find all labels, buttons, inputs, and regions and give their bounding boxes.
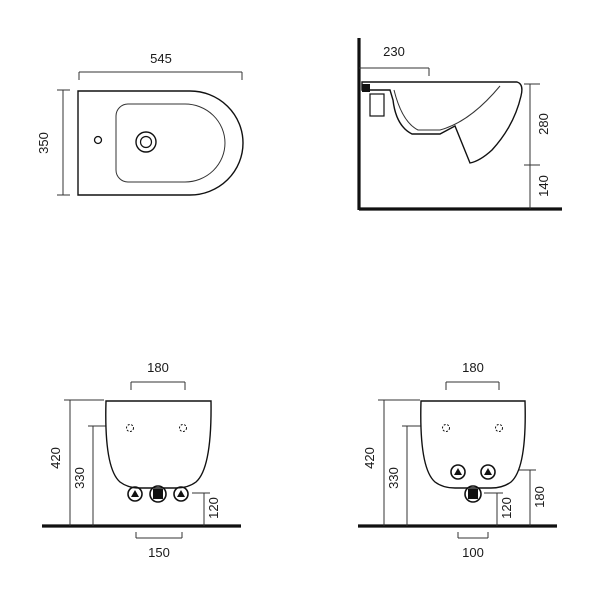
side-projection-dimension: 230 [359,44,430,76]
bidet-front-right-outline [420,400,526,489]
front-left-top-dimension: 180 [130,360,186,390]
bidet-side-inner [393,85,501,131]
front-right-top-label: 180 [462,360,484,375]
front-left-bottom-dimension: 150 [135,532,183,560]
front-left-top-label: 180 [147,360,169,375]
front-right-top-dimension: 180 [445,360,500,390]
bidet-top-outline [77,90,244,196]
front-right-height2-label: 330 [386,467,401,489]
top-depth-label: 350 [36,132,51,154]
bidet-bowl-rim [115,103,226,183]
tap-hole-icon [93,135,103,145]
water-inlet-icon [450,464,466,480]
water-inlet-icon [173,486,189,502]
fixing-hole-icon [126,424,187,432]
front-right-side-label: 180 [532,486,547,508]
front-view-right: 180 420 330 120 180 [358,360,557,560]
front-view-left: 180 420 330 120 150 [42,360,241,560]
side-floor-label: 140 [536,175,551,197]
front-right-low-label: 120 [499,497,514,519]
drain-outlet-icon [149,485,167,503]
drain-icon [135,131,157,153]
drain-outlet-icon [464,485,482,503]
side-height-dimension: 280 140 [524,83,551,209]
side-view: 230 280 140 [357,38,562,211]
front-left-height-label: 420 [48,447,63,469]
front-right-height2-dimension: 330 [386,425,424,526]
water-inlet-icon [127,486,143,502]
front-right-height-dimension: 420 [362,399,420,526]
front-right-low-dimension: 120 [484,492,514,526]
front-right-height-label: 420 [362,447,377,469]
front-right-bottom-dimension: 100 [457,532,489,560]
front-left-bottom-label: 150 [148,545,170,560]
front-left-height2-dimension: 330 [72,425,108,526]
side-projection-label: 230 [383,44,405,59]
wall-bracket [369,93,385,117]
front-left-height2-label: 330 [72,467,87,489]
top-width-label: 545 [150,51,172,66]
top-view: 545 350 [36,51,244,196]
bidet-side-outline [361,81,523,164]
front-left-low-dimension: 120 [192,492,221,526]
water-inlet-icon [480,464,496,480]
front-left-low-label: 120 [206,497,221,519]
fixing-hole-icon [442,424,503,432]
top-depth-dimension: 350 [36,89,70,196]
side-height-label: 280 [536,113,551,135]
bidet-front-left-outline [105,400,212,489]
front-right-bottom-label: 100 [462,545,484,560]
front-left-height-dimension: 420 [48,399,104,526]
top-width-dimension: 545 [78,51,243,80]
